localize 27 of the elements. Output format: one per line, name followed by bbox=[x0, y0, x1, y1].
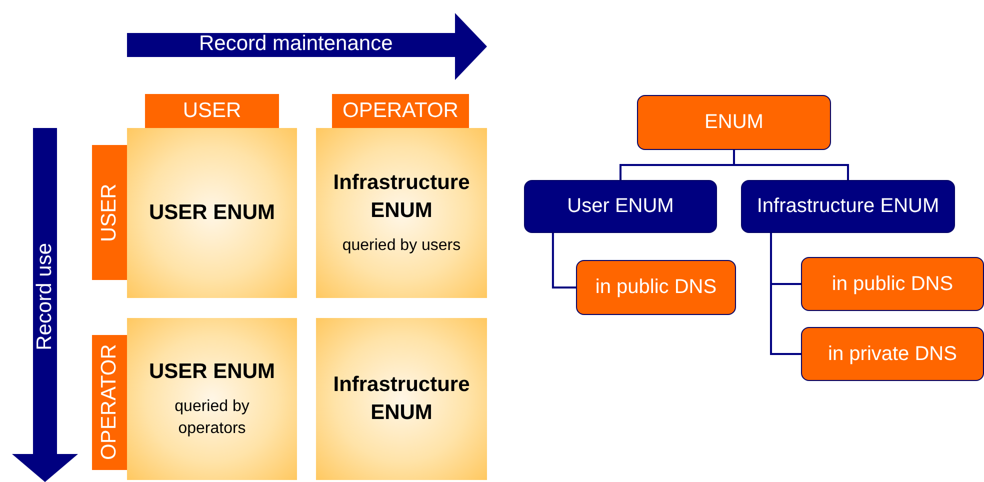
header-label: USER bbox=[92, 145, 127, 280]
arrow-banner bbox=[12, 128, 78, 482]
cell-title: Infrastructure ENUM bbox=[332, 170, 471, 224]
header-label: USER bbox=[145, 94, 279, 128]
matrix-cell bbox=[316, 128, 487, 298]
connector-line bbox=[770, 233, 801, 355]
tree-node: in private DNS bbox=[801, 327, 984, 381]
tree-node: User ENUM bbox=[524, 180, 717, 233]
cell-title: USER ENUM bbox=[148, 359, 276, 385]
arrow-label: Record maintenance bbox=[199, 32, 393, 56]
tree-node: Infrastructure ENUM bbox=[741, 180, 955, 233]
header-label: OPERATOR bbox=[92, 335, 127, 470]
tree-node: in public DNS bbox=[801, 257, 984, 311]
arrow-banner bbox=[127, 13, 487, 80]
cell-title: Infrastructure ENUM bbox=[332, 372, 471, 426]
cell-title: USER ENUM bbox=[148, 200, 276, 226]
matrix-cell bbox=[316, 318, 487, 480]
matrix-cell bbox=[127, 318, 297, 480]
connector-line bbox=[733, 150, 849, 180]
matrix-cell bbox=[127, 128, 297, 298]
cell-note: queried by operators bbox=[174, 397, 250, 439]
header-label: OPERATOR bbox=[332, 94, 469, 128]
tree-node: in public DNS bbox=[576, 260, 736, 315]
arrow-label: Record use bbox=[33, 243, 57, 350]
tree-node: ENUM bbox=[637, 95, 831, 150]
cell-note: queried by users bbox=[342, 236, 462, 256]
connector-line bbox=[552, 233, 576, 288]
